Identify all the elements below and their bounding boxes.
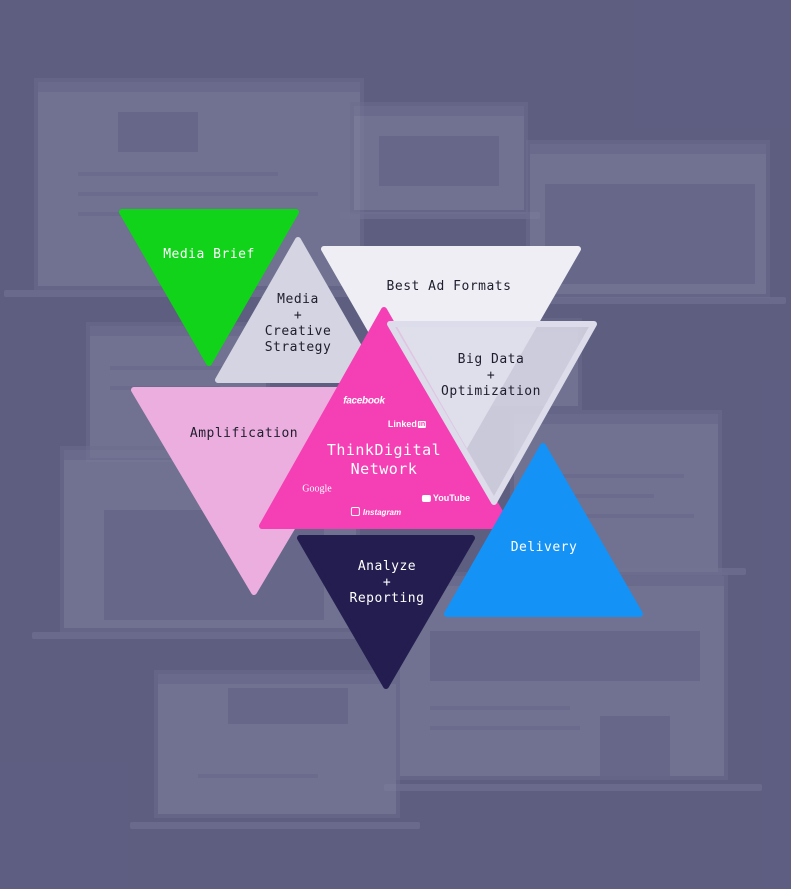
delivery-label: Delivery (510, 540, 578, 555)
instagram-text: Instagram (362, 508, 402, 517)
analyze-label: Analyze + Reporting (349, 559, 425, 606)
media-creative-triangle (215, 237, 381, 383)
media-creative-label: Media + Creative Strategy (264, 292, 332, 355)
instagram-camera-icon (350, 507, 360, 516)
youtube-logo: YouTube (421, 493, 471, 503)
center-title-line2: Network (350, 460, 418, 478)
big-data-triangle (387, 321, 597, 505)
amplification-label: Amplification (189, 426, 299, 441)
center-title-line1: ThinkDigital (326, 441, 442, 459)
linkedin-badge: in (417, 421, 427, 428)
analyze-triangle (297, 535, 475, 689)
youtube-text: YouTube (432, 493, 471, 503)
instagram-logo: Instagram (350, 507, 402, 517)
best-ad-formats-label: Best Ad Formats (386, 279, 512, 294)
linkedin-text: Linked (387, 419, 417, 429)
youtube-play-icon (421, 495, 431, 502)
media-brief-triangle (119, 209, 299, 366)
center-title: ThinkDigital Network (327, 441, 441, 479)
delivery-triangle (444, 443, 643, 617)
media-brief-label: Media Brief (163, 247, 255, 262)
big-data-label: Big Data + Optimization (441, 352, 541, 399)
facebook-logo: facebook (343, 395, 385, 407)
google-logo: Google (302, 483, 332, 495)
